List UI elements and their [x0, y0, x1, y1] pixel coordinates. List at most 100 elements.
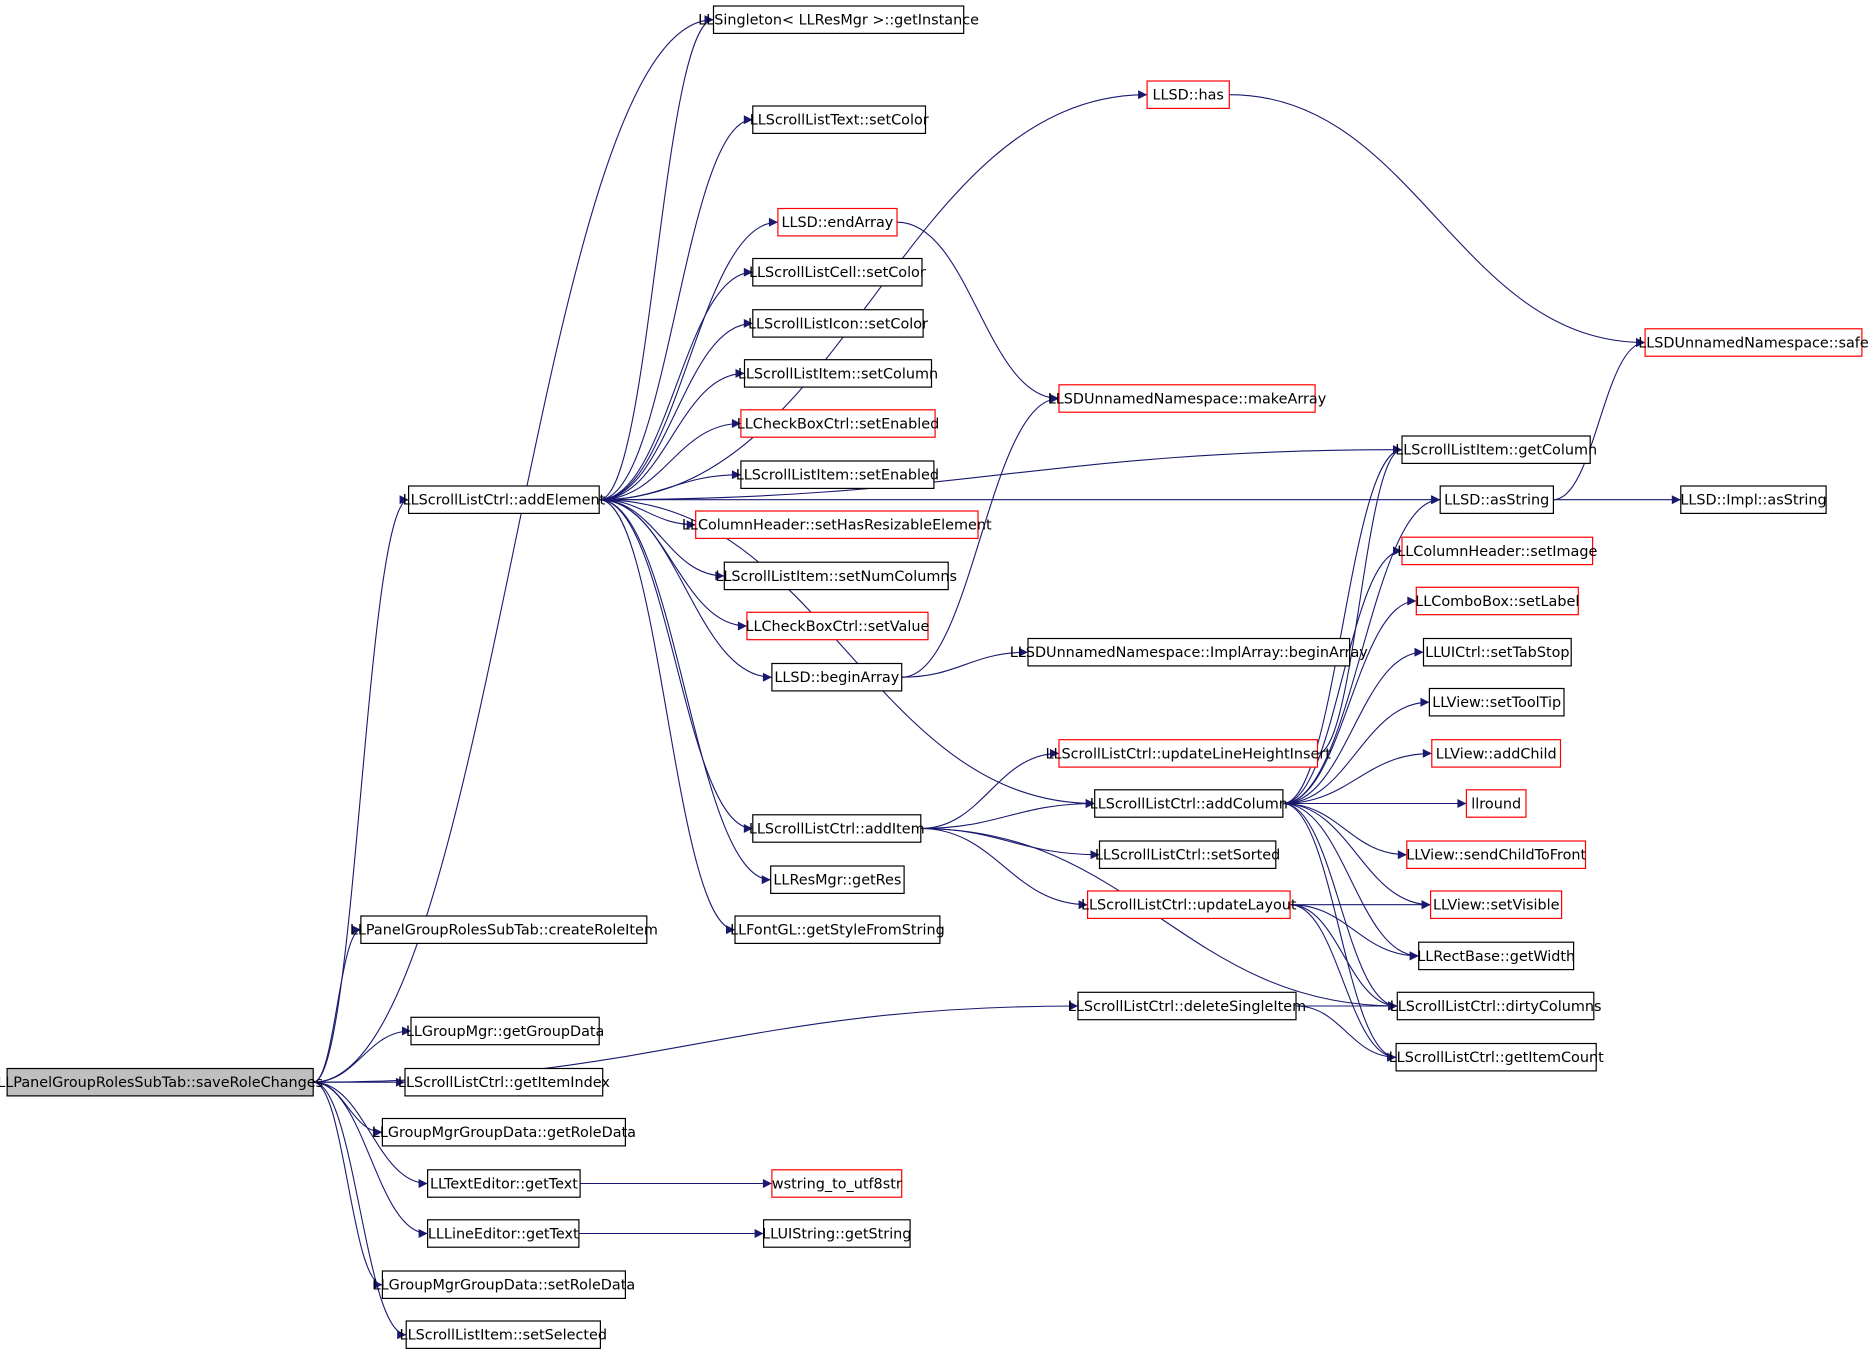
- node-deleteSingleItem[interactable]: LLScrollListCtrl::deleteSingleItem: [1068, 991, 1306, 1021]
- node-endArray[interactable]: LLSD::endArray: [777, 207, 898, 237]
- node-label: LLCheckBoxCtrl::setValue: [745, 619, 929, 635]
- node-label: LLScrollListCtrl::addItem: [749, 822, 925, 838]
- node-box: [777, 207, 898, 237]
- node-setImage[interactable]: LLColumnHeader::setImage: [1397, 536, 1597, 566]
- node-sli_setEnabled[interactable]: LLScrollListItem::setEnabled: [736, 460, 939, 489]
- node-slc_setColor[interactable]: LLScrollListCell::setColor: [749, 257, 926, 287]
- node-box: [6, 1067, 314, 1097]
- node-beginArray[interactable]: LLSD::beginArray: [771, 662, 903, 692]
- node-le_getText[interactable]: LLLineEditor::getText: [427, 1219, 580, 1248]
- node-setToolTip[interactable]: LLView::setToolTip: [1428, 687, 1565, 717]
- node-addElement[interactable]: LLScrollListCtrl::addElement: [403, 485, 606, 514]
- node-setLabel[interactable]: LLComboBox::setLabel: [1415, 586, 1579, 616]
- edge-deleteSingleItem-to-getItemCount: [1295, 1005, 1397, 1062]
- edge-updateLayout-to-getItemCount: [1290, 904, 1397, 1062]
- edge-addElement-to-has: [599, 90, 1148, 501]
- edge-addColumn-to-sendChildToFront: [1282, 802, 1407, 860]
- node-box: [1465, 789, 1527, 818]
- node-slt_setColor[interactable]: LLScrollListText::setColor: [750, 105, 929, 134]
- node-getRes[interactable]: LLResMgr::getRes: [770, 865, 905, 894]
- edge-updateLayout-to-dirtyColumns: [1290, 904, 1398, 1011]
- node-label: LLSD::endArray: [781, 215, 893, 231]
- edge-addElement-to-slt_setColor: [599, 115, 753, 501]
- node-box: [1680, 485, 1827, 514]
- node-getString[interactable]: LLUIString::getString: [762, 1219, 911, 1248]
- node-setHasResizable[interactable]: LLColumnHeader::setHasResizableElement: [682, 510, 992, 539]
- node-setSorted[interactable]: LLScrollListCtrl::setSorted: [1095, 840, 1280, 869]
- node-getGroupData[interactable]: LLGroupMgr::getGroupData: [406, 1016, 605, 1046]
- node-label: LLSD::Impl::asString: [1680, 493, 1826, 509]
- node-root[interactable]: LLPanelGroupRolesSubTab::saveRoleChanges: [0, 1067, 323, 1097]
- node-label: LLSD::asString: [1444, 493, 1549, 509]
- edge-addElement-to-sli_setEnabled: [599, 470, 741, 501]
- node-label: LLColumnHeader::setHasResizableElement: [682, 518, 992, 534]
- edge-addColumn-to-addChild: [1282, 748, 1432, 805]
- node-addItem[interactable]: LLScrollListCtrl::addItem: [749, 814, 925, 843]
- edge-updateLayout-to-getWidth: [1290, 904, 1419, 961]
- node-box: [1406, 840, 1587, 869]
- edge-addColumn-to-getColumn: [1282, 445, 1403, 805]
- node-getItemIndex[interactable]: LLScrollListCtrl::getItemIndex: [398, 1067, 610, 1097]
- node-setVisible[interactable]: LLView::setVisible: [1429, 890, 1563, 919]
- node-getColumn[interactable]: LLScrollListItem::getColumn: [1395, 435, 1597, 464]
- node-label: LLScrollListCtrl::addColumn: [1090, 797, 1288, 813]
- node-box: [1396, 991, 1595, 1021]
- node-label: LLScrollListItem::setColumn: [738, 366, 938, 382]
- node-setNumColumns[interactable]: LLScrollListItem::setNumColumns: [715, 561, 957, 591]
- edge-addElement-to-endArray: [599, 217, 778, 501]
- node-box: [1086, 890, 1291, 919]
- node-getRoleData[interactable]: LLGroupMgrGroupData::getRoleData: [372, 1117, 636, 1147]
- node-setRoleData[interactable]: LLGroupMgrGroupData::setRoleData: [373, 1270, 636, 1299]
- edge-addElement-to-sli_setColor: [599, 318, 753, 501]
- edge-root-to-setSelected: [313, 1081, 407, 1340]
- node-box: [723, 561, 949, 591]
- node-te_getText[interactable]: LLTextEditor::getText: [427, 1169, 581, 1198]
- node-box: [1429, 890, 1563, 919]
- node-safe[interactable]: LLSDUnnamedNamespace::safe: [1638, 328, 1869, 357]
- edge-addColumn-to-setLabel: [1282, 596, 1417, 805]
- node-getInstance[interactable]: LLSingleton< LLResMgr >::getInstance: [698, 5, 979, 34]
- node-updateLHI[interactable]: LLScrollListCtrl::updateLineHeightInsert: [1045, 739, 1331, 768]
- node-cb_setValue[interactable]: LLCheckBoxCtrl::setValue: [745, 611, 929, 641]
- edge-addColumn-to-getItemCount: [1282, 802, 1397, 1062]
- node-box: [1395, 1042, 1597, 1072]
- node-box: [427, 1219, 580, 1248]
- node-setTabStop[interactable]: LLUICtrl::setTabStop: [1422, 637, 1572, 667]
- node-updateLayout[interactable]: LLScrollListCtrl::updateLayout: [1081, 890, 1297, 919]
- node-dirtyColumns[interactable]: LLScrollListCtrl::dirtyColumns: [1390, 991, 1602, 1021]
- node-cb_setEnabled[interactable]: LLCheckBoxCtrl::setEnabled: [737, 409, 940, 438]
- node-label: LLScrollListItem::setNumColumns: [715, 569, 957, 585]
- node-sli_setColumn[interactable]: LLScrollListItem::setColumn: [738, 359, 938, 388]
- node-implBeginArray[interactable]: LLSDUnnamedNamespace::ImplArray::beginAr…: [1010, 637, 1369, 667]
- node-label: LLResMgr::getRes: [773, 873, 901, 889]
- node-label: llround: [1471, 797, 1521, 813]
- node-getItemCount[interactable]: LLScrollListCtrl::getItemCount: [1389, 1042, 1604, 1072]
- node-box: [752, 814, 922, 843]
- node-createRoleItem[interactable]: LLPanelGroupRolesSubTab::createRoleItem: [350, 915, 658, 944]
- node-box: [1644, 328, 1863, 357]
- node-getWidth[interactable]: LLRectBase::getWidth: [1417, 941, 1575, 971]
- node-label: LLSDUnnamedNamespace::makeArray: [1048, 392, 1327, 408]
- node-label: LLView::setVisible: [1433, 898, 1560, 914]
- node-implAsString[interactable]: LLSD::Impl::asString: [1680, 485, 1827, 514]
- node-sli_setColor[interactable]: LLScrollListIcon::setColor: [748, 309, 928, 338]
- node-label: LLScrollListCtrl::deleteSingleItem: [1068, 999, 1306, 1015]
- node-addColumn[interactable]: LLScrollListCtrl::addColumn: [1090, 789, 1288, 818]
- edge-root-to-getInstance: [313, 15, 714, 1083]
- node-label: LLUIString::getString: [762, 1227, 911, 1243]
- node-getStyle[interactable]: LLFontGL::getStyleFromString: [730, 915, 945, 944]
- node-addChild[interactable]: LLView::addChild: [1431, 739, 1562, 768]
- node-box: [1439, 485, 1554, 514]
- node-setSelected[interactable]: LLScrollListItem::setSelected: [400, 1320, 607, 1349]
- edge-beginArray-to-makeArray: [901, 394, 1060, 678]
- node-has[interactable]: LLSD::has: [1146, 80, 1230, 109]
- edge-asString-to-safe: [1553, 338, 1646, 501]
- node-box: [771, 662, 903, 692]
- node-box: [712, 5, 965, 34]
- node-sendChildToFront[interactable]: LLView::sendChildToFront: [1406, 840, 1587, 869]
- node-llround[interactable]: llround: [1465, 789, 1527, 818]
- node-asString[interactable]: LLSD::asString: [1439, 485, 1554, 514]
- node-wstring[interactable]: wstring_to_utf8str: [771, 1169, 903, 1198]
- node-box: [381, 1270, 626, 1299]
- node-makeArray[interactable]: LLSDUnnamedNamespace::makeArray: [1048, 384, 1327, 413]
